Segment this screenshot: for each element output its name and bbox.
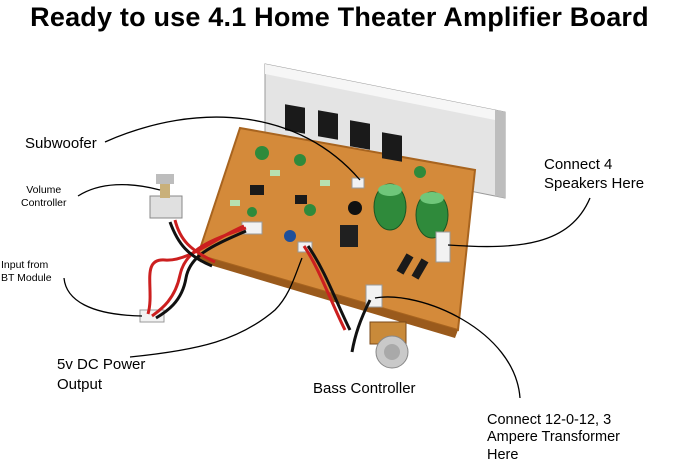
volume-label-line-1: Volume	[26, 184, 62, 196]
volume-label-line-2: Controller	[21, 196, 67, 209]
power-label-line-2: Output	[57, 375, 103, 393]
input-label-line-2: BT Module	[1, 271, 52, 284]
page-title: Ready to use 4.1 Home Theater Amplifier …	[30, 2, 649, 32]
speakers-label: Connect 4 Speakers Here	[544, 156, 644, 194]
transformer-callout-line	[374, 296, 521, 399]
speakers-label-line-1: Connect 4	[544, 156, 613, 173]
transformer-label-line-1: Connect 12-0-12, 3	[487, 412, 612, 428]
input-label: Input from BT Module	[1, 259, 52, 284]
input-callout-line	[63, 277, 143, 317]
speakers-label-line-2: Speakers Here	[544, 174, 645, 192]
volume-potentiometer	[149, 174, 183, 219]
transformer-label-line-3: Here	[487, 446, 519, 463]
filter-capacitors	[247, 146, 449, 242]
wire-bundles	[146, 219, 372, 353]
input-label-line-1: Input from	[1, 259, 49, 271]
bass-controller-label: Bass Controller	[313, 380, 416, 397]
subwoofer-label: Subwoofer	[25, 135, 97, 152]
transformer-label: Connect 12-0-12, 3 Ampere Transformer He…	[487, 412, 620, 464]
callout-lines	[63, 116, 591, 399]
speakers-callout-line	[447, 197, 591, 248]
volume-callout-line	[77, 183, 161, 197]
power-callout-line	[129, 257, 303, 358]
power-transistors	[285, 104, 402, 162]
transformer-label-line-2: Ampere Transformer	[487, 429, 620, 446]
power-label-line-1: 5v DC Power	[57, 356, 146, 373]
volume-controller-label: Volume Controller	[21, 184, 67, 209]
subwoofer-callout-line	[104, 116, 361, 181]
bass-potentiometer	[369, 321, 409, 369]
power-output-label: 5v DC Power Output	[57, 355, 145, 394]
small-components	[230, 170, 429, 280]
